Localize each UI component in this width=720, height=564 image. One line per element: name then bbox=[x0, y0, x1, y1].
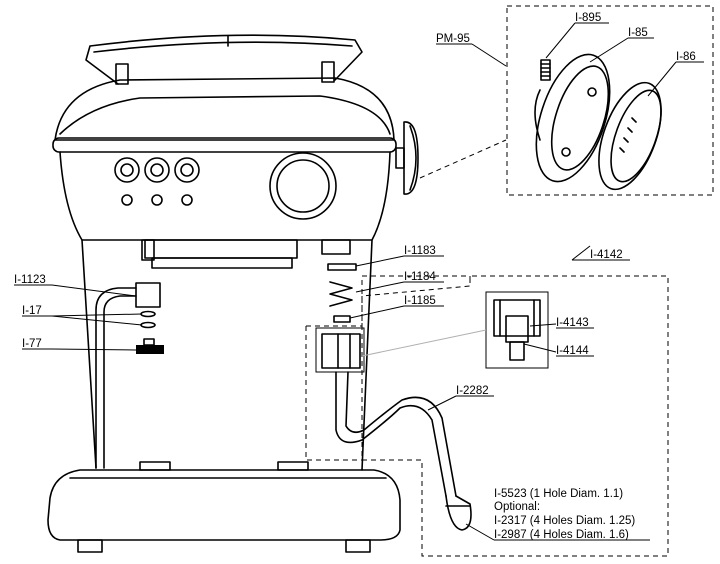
label-i4142: I-4142 bbox=[590, 249, 623, 261]
note-line-1: I-5523 (1 Hole Diam. 1.1) bbox=[494, 488, 623, 500]
label-i895: I-895 bbox=[575, 12, 601, 24]
o-ring-lower bbox=[140, 321, 156, 329]
label-i2282: I-2282 bbox=[456, 385, 489, 397]
label-pm95: PM-95 bbox=[436, 33, 470, 45]
note-line-3: I-2317 (4 Holes Diam. 1.25) bbox=[494, 515, 635, 527]
note-line-4: I-2987 (4 Holes Diam. 1.6) bbox=[494, 529, 629, 541]
label-i1123: I-1123 bbox=[14, 274, 46, 286]
nut-part bbox=[136, 345, 164, 354]
label-i17: I-17 bbox=[22, 305, 42, 317]
label-i77: I-77 bbox=[22, 338, 42, 350]
label-i4144: I-4144 bbox=[556, 345, 589, 357]
label-i85: I-85 bbox=[628, 27, 648, 39]
label-i1183: I-1183 bbox=[404, 245, 436, 257]
label-i4143: I-4143 bbox=[556, 317, 589, 329]
detail-pm95 bbox=[506, 5, 714, 196]
detail-i4142 bbox=[305, 275, 669, 557]
pump-assembly bbox=[315, 263, 365, 373]
label-i1185: I-1185 bbox=[404, 295, 436, 307]
o-ring-upper bbox=[140, 310, 156, 318]
label-i1184: I-1184 bbox=[404, 271, 436, 283]
label-i86: I-86 bbox=[676, 51, 696, 63]
small-parts bbox=[136, 310, 164, 354]
shower-options-note: I-5523 (1 Hole Diam. 1.1) Optional: I-23… bbox=[494, 488, 650, 541]
leader-lines bbox=[51, 22, 677, 541]
note-line-2: Optional: bbox=[494, 501, 540, 513]
part-labels: PM-95 I-895 I-85 I-86 I-1183 I-4142 I-11… bbox=[14, 12, 704, 397]
machine-body bbox=[47, 34, 419, 553]
hose bbox=[335, 371, 472, 531]
